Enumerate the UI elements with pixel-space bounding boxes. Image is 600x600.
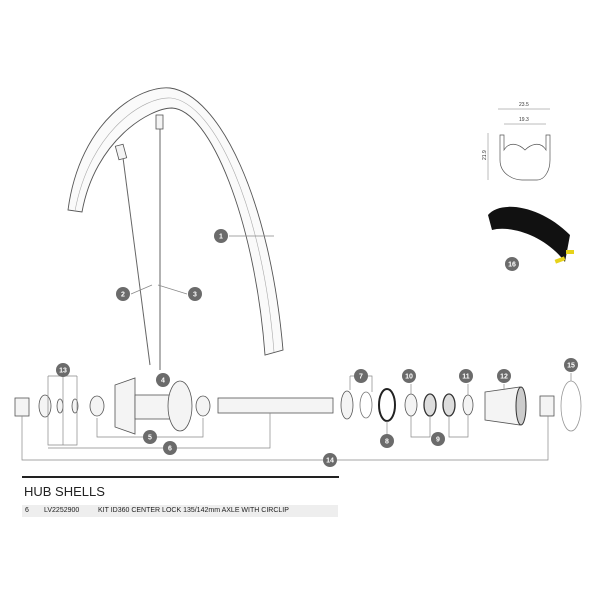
spokes	[114, 114, 164, 370]
tubeless-tape	[488, 206, 574, 264]
svg-text:2: 2	[121, 292, 125, 299]
part-description: KIT ID360 CENTER LOCK 135/142mm AXLE WIT…	[98, 507, 289, 514]
callout-3: 3	[188, 287, 202, 301]
svg-text:16: 16	[508, 262, 516, 269]
callout-5: 5	[143, 430, 157, 444]
callout-13: 13	[56, 363, 70, 377]
callout-8: 8	[380, 434, 394, 448]
rim	[67, 87, 284, 356]
callout-12: 12	[497, 369, 511, 383]
callout-16: 16	[505, 257, 519, 271]
part-code: LV2252900	[44, 507, 80, 514]
rim-height: 21.9	[482, 150, 488, 160]
callout-11: 11	[459, 369, 473, 383]
svg-text:10: 10	[405, 374, 413, 381]
callout-4: 4	[156, 373, 170, 387]
rim-outer-width: 23.5	[519, 102, 529, 108]
svg-text:6: 6	[168, 446, 172, 453]
section-title: HUB SHELLS	[24, 484, 105, 499]
svg-text:5: 5	[148, 435, 152, 442]
svg-text:1: 1	[219, 234, 223, 241]
rim-inner-width: 19.3	[519, 117, 529, 123]
svg-text:11: 11	[462, 374, 470, 381]
callout-1: 1	[214, 229, 228, 243]
svg-text:15: 15	[567, 363, 575, 370]
svg-text:9: 9	[436, 437, 440, 444]
svg-text:13: 13	[59, 368, 67, 375]
svg-text:4: 4	[161, 378, 165, 385]
part-ref: 6	[25, 507, 29, 514]
callout-6: 6	[163, 441, 177, 455]
svg-text:7: 7	[359, 374, 363, 381]
callout-7: 7	[354, 369, 368, 383]
svg-text:12: 12	[500, 374, 508, 381]
callout-15: 15	[564, 358, 578, 372]
section-divider	[22, 476, 339, 478]
svg-text:8: 8	[385, 439, 389, 446]
callout-2: 2	[116, 287, 130, 301]
svg-text:14: 14	[326, 458, 334, 465]
leader-lines	[21, 235, 572, 461]
parts-table-row: 6 LV2252900 KIT ID360 CENTER LOCK 135/14…	[22, 505, 338, 517]
callout-14: 14	[323, 453, 337, 467]
rim-profile: 23.5 19.3 21.9	[482, 102, 551, 181]
hub-parts	[14, 377, 582, 435]
callout-9: 9	[431, 432, 445, 446]
callout-10: 10	[402, 369, 416, 383]
svg-text:3: 3	[193, 292, 197, 299]
